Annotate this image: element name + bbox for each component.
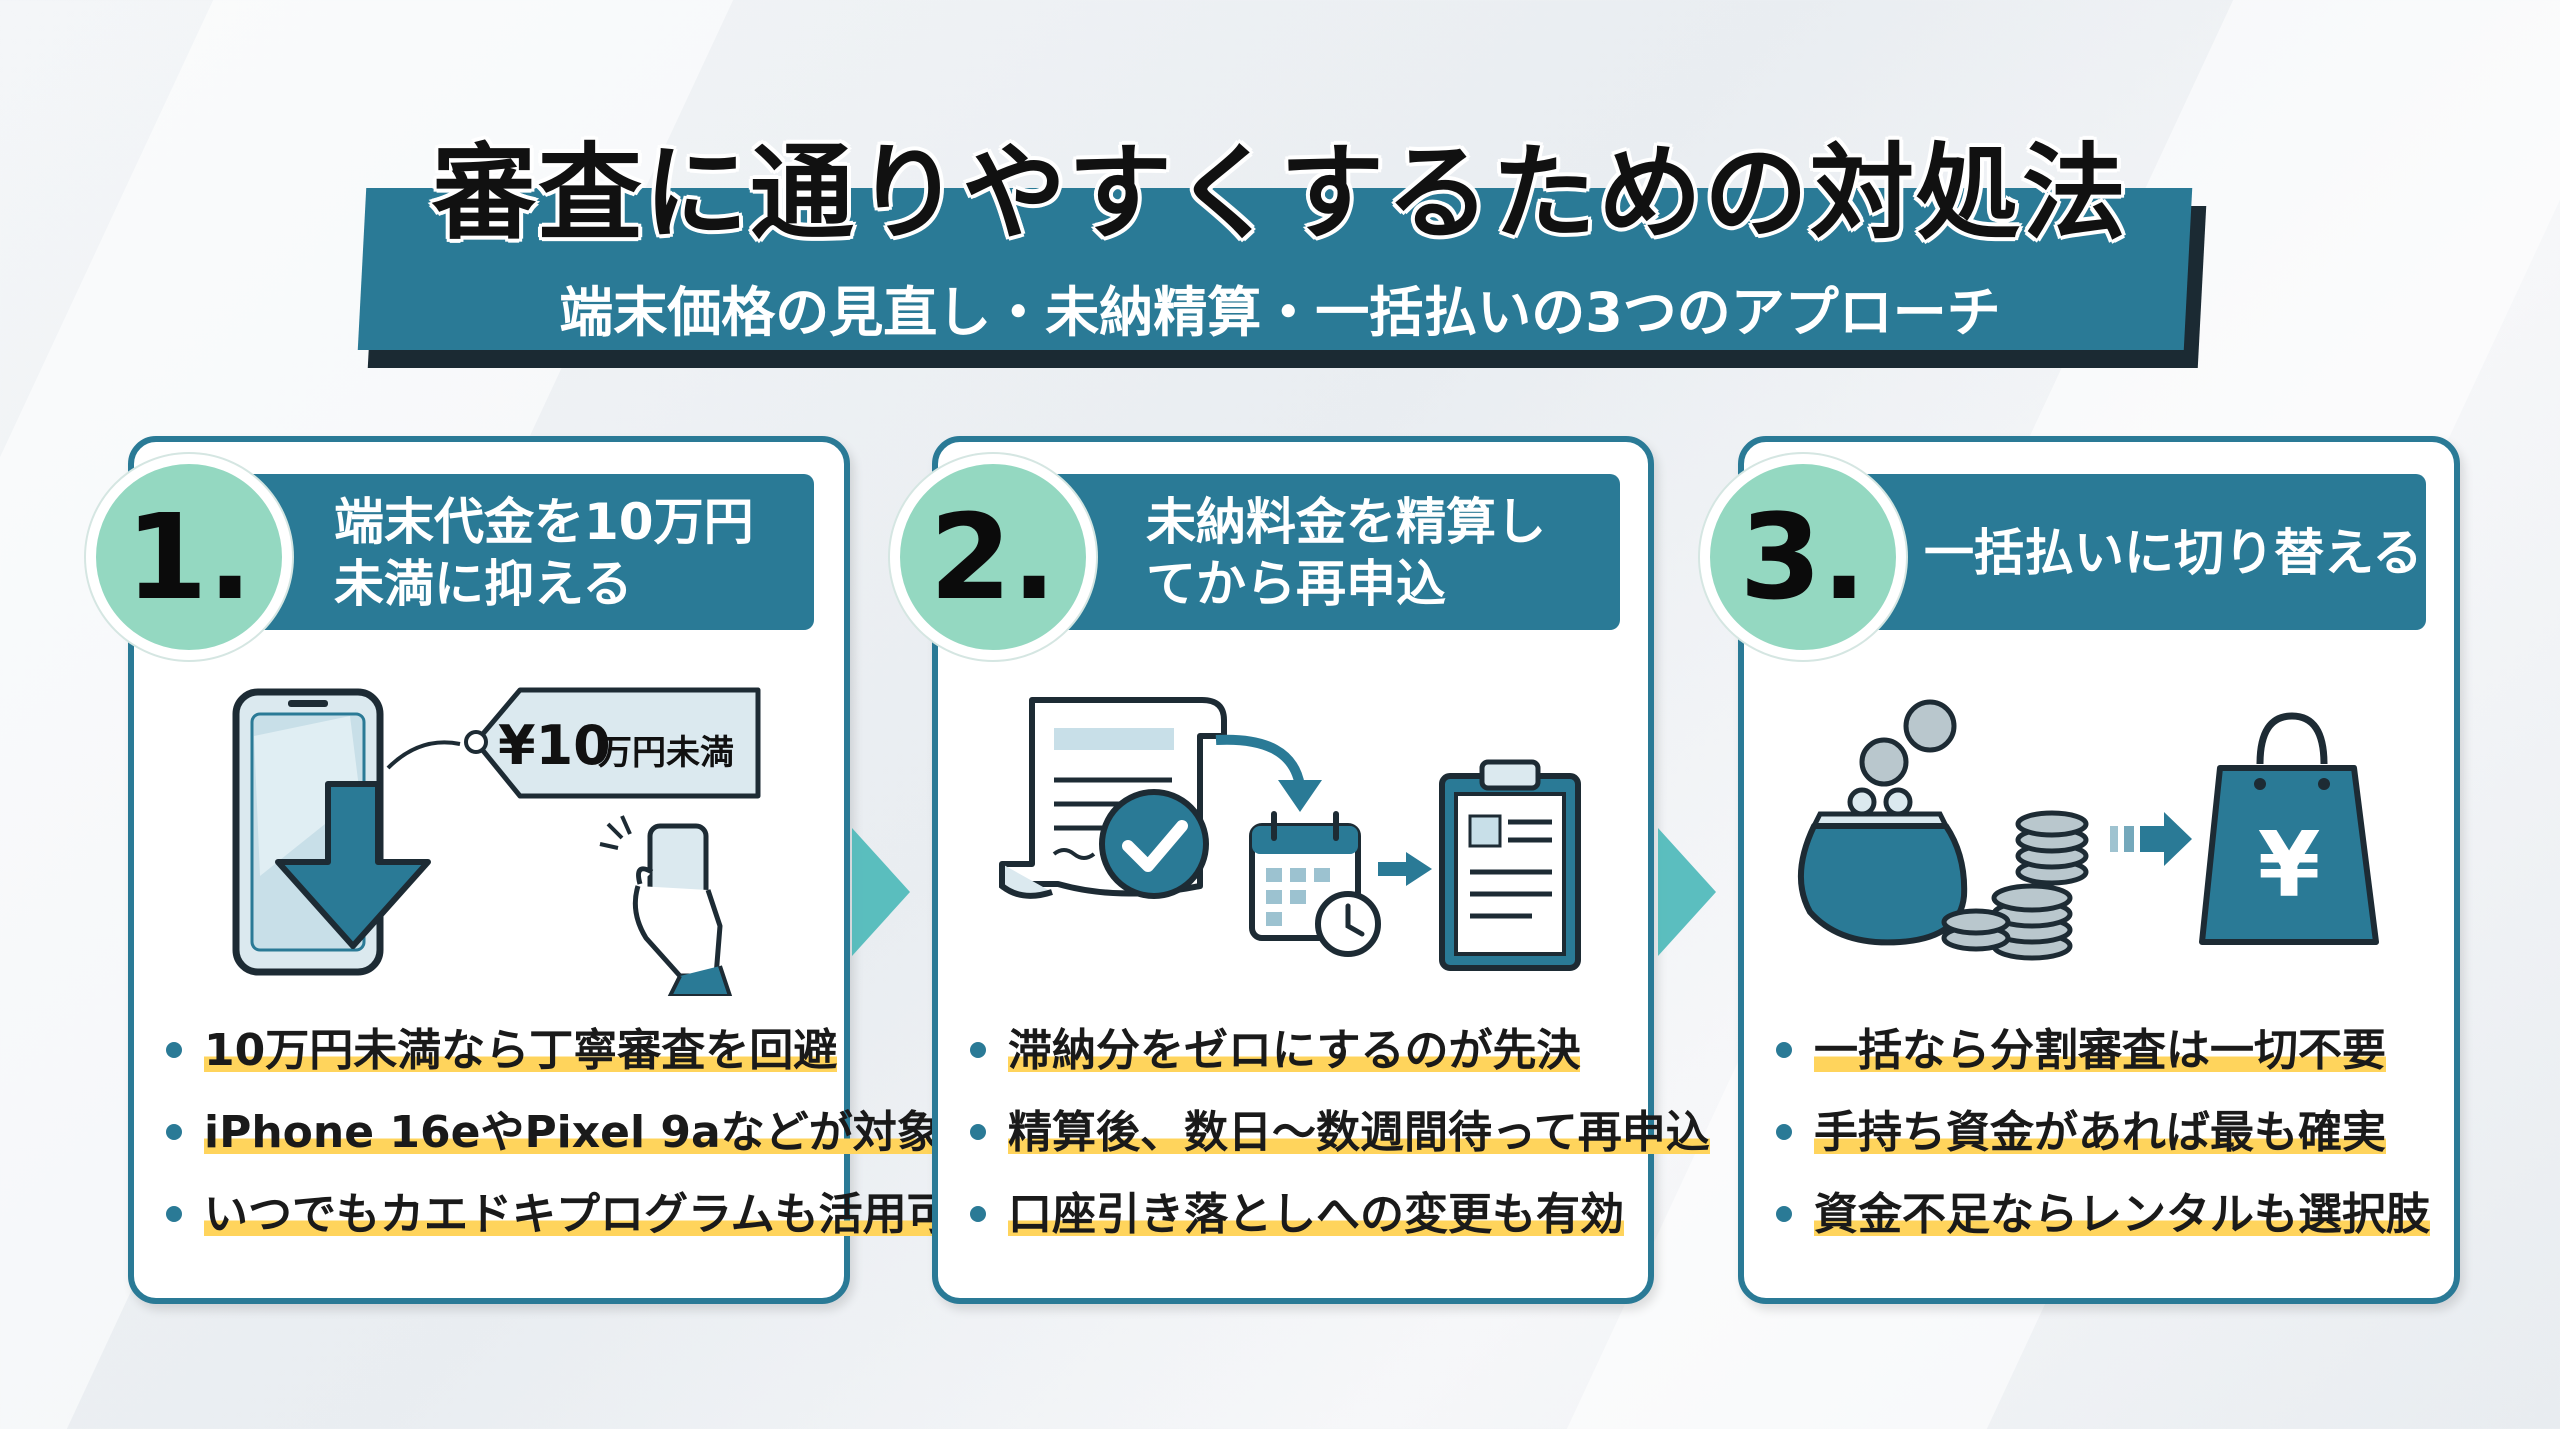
list-item: 10万円未満なら丁寧審査を回避 — [162, 1010, 838, 1092]
list-item: 資金不足ならレンタルも選択肢 — [1772, 1174, 2430, 1256]
clipboard-icon — [1439, 759, 1581, 971]
step-2-illustration — [999, 697, 1581, 971]
right-arrow-icon — [2110, 812, 2192, 866]
bullet-dot-icon — [970, 1042, 986, 1058]
step-2-number-badge: 2. — [890, 454, 1096, 660]
step-2-bullets: 滞納分をゼロにするのが先決 精算後、数日〜数週間待って再申込 口座引き落としへの… — [966, 1010, 1710, 1256]
bullet-text: 10万円未満なら丁寧審査を回避 — [204, 1025, 838, 1076]
bullet-text: いつでもカエドキプログラムも活用可 — [204, 1189, 951, 1240]
bullet-dot-icon — [970, 1124, 986, 1140]
bullet-text: 一括なら分割審査は一切不要 — [1814, 1025, 2386, 1076]
step-3-number-badge: 3. — [1700, 454, 1906, 660]
bullet-text: 資金不足ならレンタルも選択肢 — [1814, 1189, 2430, 1240]
list-item: 手持ち資金があれば最も確実 — [1772, 1092, 2412, 1174]
bullet-dot-icon — [166, 1206, 182, 1222]
coins-stack-icon — [1941, 810, 2089, 961]
bag-yen-symbol: ¥ — [2258, 813, 2321, 918]
purse-icon — [1798, 787, 1968, 946]
list-item: iPhone 16eやPixel 9aなどが対象 — [162, 1092, 941, 1174]
step-1-illustration: ¥10 万円未満 — [232, 687, 761, 996]
step-3-heading-bar — [1852, 474, 2426, 630]
list-item: いつでもカエドキプログラムも活用可 — [162, 1174, 951, 1256]
step-3-heading: 一括払いに切り替える — [1924, 524, 2423, 582]
down-arrow-icon — [275, 781, 431, 949]
bullet-text: iPhone 16eやPixel 9aなどが対象 — [204, 1107, 941, 1158]
bullet-dot-icon — [1776, 1042, 1792, 1058]
bullet-dot-icon — [166, 1042, 182, 1058]
step-1-heading-bar — [244, 474, 814, 630]
hand-phone-icon — [599, 815, 733, 996]
step-arrow-2-icon — [1658, 828, 1716, 956]
step-2-heading: 未納料金を精算し てから再申込 — [1146, 493, 1546, 613]
list-item: 滞納分をゼロにするのが先決 — [966, 1010, 1606, 1092]
bullet-text: 精算後、数日〜数週間待って再申込 — [1008, 1107, 1710, 1158]
page-title: 審査に通りやすくするための対処法 — [431, 132, 2128, 254]
list-item: 一括なら分割審査は一切不要 — [1772, 1010, 2412, 1092]
check-icon — [1099, 789, 1209, 899]
bullet-dot-icon — [1776, 1124, 1792, 1140]
step-3-illustration: ¥ — [1798, 699, 2379, 961]
step-2-heading-bar — [1046, 474, 1620, 630]
clock-icon — [1315, 891, 1381, 957]
step-1-heading: 端末代金を10万円 未満に抑える — [334, 493, 754, 613]
coins-icon — [1859, 699, 1957, 787]
list-item: 口座引き落としへの変更も有効 — [966, 1174, 1624, 1256]
price-tag-suffix: 万円未満 — [598, 733, 734, 773]
bullet-text: 手持ち資金があれば最も確実 — [1814, 1107, 2386, 1158]
step-arrow-1-icon — [852, 828, 910, 956]
bullet-text: 口座引き落としへの変更も有効 — [1008, 1189, 1624, 1240]
shopping-bag-icon: ¥ — [2199, 712, 2379, 945]
step-3-bullets: 一括なら分割審査は一切不要 手持ち資金があれば最も確実 資金不足ならレンタルも選… — [1772, 1010, 2430, 1256]
right-arrow-icon — [1378, 852, 1432, 886]
page-subtitle: 端末価格の見直し・未納精算・一括払いの3つのアプローチ — [559, 281, 2001, 344]
step-1-bullets: 10万円未満なら丁寧審査を回避 iPhone 16eやPixel 9aなどが対象… — [162, 1010, 951, 1256]
bullet-dot-icon — [1776, 1206, 1792, 1222]
step-1-number-badge: 1. — [86, 454, 292, 660]
bullet-dot-icon — [970, 1206, 986, 1222]
curved-arrow-icon — [1215, 734, 1322, 812]
price-tag-amount: ¥10 — [498, 714, 611, 777]
price-tag-icon: ¥10 万円未満 — [386, 687, 761, 799]
bullet-dot-icon — [166, 1124, 182, 1140]
list-item: 精算後、数日〜数週間待って再申込 — [966, 1092, 1710, 1174]
bullet-text: 滞納分をゼロにするのが先決 — [1008, 1025, 1581, 1076]
